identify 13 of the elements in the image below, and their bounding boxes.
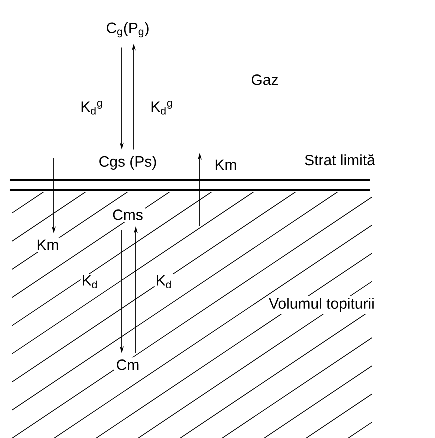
edge-label: K$_{d}$ <box>80 274 100 290</box>
region-label: Volumul topiturii <box>267 296 377 314</box>
region-label: Gaz <box>249 72 281 88</box>
concentration-label: Cm <box>114 358 142 372</box>
coefficient-label: Km <box>34 238 62 252</box>
edge-label: K$_{d}$g <box>150 100 174 116</box>
concentration-label: C$_{g}$(P$_{g}$) <box>104 20 152 40</box>
layer-label: Strat limită <box>302 152 378 168</box>
coefficient-label: Km <box>212 158 240 172</box>
edge-label: K$_{d}$ <box>154 274 174 290</box>
concentration-label: Cgs (Ps) <box>96 154 160 172</box>
concentration-label: Cms <box>110 208 146 222</box>
edge-label: K$_{d}$g <box>80 100 104 116</box>
